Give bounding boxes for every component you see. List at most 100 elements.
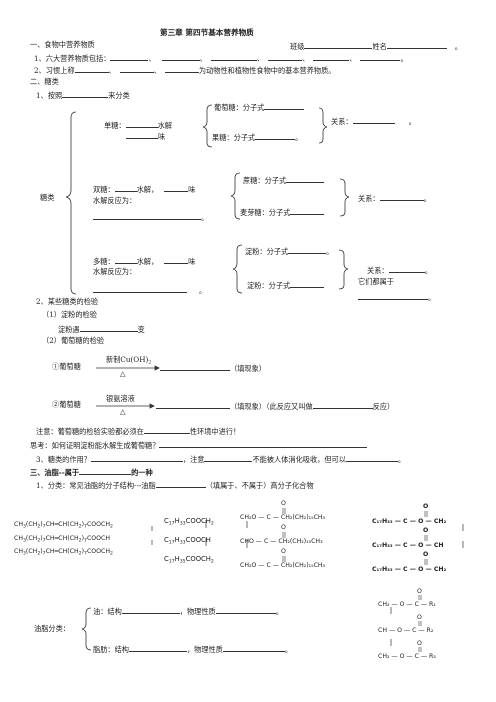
s3-blank[interactable] [79, 467, 132, 475]
name-blank[interactable] [386, 41, 447, 49]
starch-blank[interactable] [288, 246, 327, 254]
think-line: 思考：如何证明淀粉能水解生成葡萄糖？ [30, 440, 368, 451]
section3-heading: 三、油脂--属于的一种 [30, 467, 153, 477]
di-line-1: 双糖：水解，味 [93, 184, 196, 194]
formula-2-row: C17H33COOCH [164, 536, 211, 546]
poly-belong-blank[interactable] [358, 292, 428, 300]
class-blank[interactable] [304, 41, 373, 49]
fructose-blank[interactable] [255, 132, 296, 140]
class-name-line: 班级姓名。 [290, 41, 462, 51]
formula-4-row-2: C₁₇H₃₃ — C — O — CH [372, 542, 444, 549]
reaction-1-result: （填现象） [160, 363, 266, 374]
q1-blank-6[interactable] [360, 53, 401, 61]
page-title: 第三章 第四节基本营养物质 [160, 28, 254, 37]
fructose-formula: 果糖：分子式。 [212, 132, 303, 142]
formula-3-row-3: CH₂O — C — CH₂(CH₂)₁₅CH₃ [240, 562, 326, 569]
starch-test-line: 淀粉遇变 [58, 324, 145, 334]
q1-blank-1[interactable] [110, 53, 149, 61]
q1-blank-2[interactable] [161, 53, 200, 61]
mono-hydro-blank[interactable] [125, 120, 158, 128]
formula-5-o2: O [417, 614, 422, 621]
use-blank-3[interactable] [345, 454, 398, 462]
oil-property-blank[interactable] [215, 606, 276, 614]
reaction-1-blank[interactable] [160, 363, 230, 371]
classify-blank[interactable] [62, 90, 109, 98]
poly-line-2: 水解反应为： [93, 267, 137, 276]
section1-heading: 一、食物中营养物质 [30, 40, 95, 49]
reaction-2-blank[interactable] [156, 401, 230, 409]
formula-2-row: C17H35COOCH2 [164, 555, 214, 565]
sucrose-blank[interactable] [286, 175, 325, 183]
formula-1: CH3(CH2)7CH═CH(CH2)7COOCH2 CH3(CH2)7CH═C… [14, 518, 113, 559]
di-hydro-blank[interactable] [114, 184, 137, 192]
starch-test-title: （1）淀粉的检验 [42, 310, 97, 319]
reaction-1-label: ①葡萄糖 [52, 362, 81, 371]
oil-line: 油：结构，物理性质。 [93, 606, 283, 616]
starch-formula: 淀粉：分子式。 [245, 246, 334, 256]
q1-blank-3[interactable] [210, 53, 257, 61]
think-blank[interactable] [159, 440, 368, 448]
poly-belong: 它们都属于 [358, 277, 394, 286]
q1-blank-4[interactable] [268, 53, 303, 61]
question-2: 2、习惯上称、、为动物性和植物性食物中的基本营养物质。 [34, 65, 336, 75]
mono-relation: 关系：。 [331, 116, 416, 126]
poly-hydro-blank[interactable] [114, 256, 137, 264]
poly-taste-blank[interactable] [164, 256, 189, 264]
formula-5-row-1: CH₂ — O — C — R₁ [378, 601, 436, 608]
reaction-2-name-blank[interactable] [312, 401, 373, 409]
sucrose-formula: 蔗糖：分子式 [243, 175, 325, 186]
use-blank-2[interactable] [204, 454, 253, 462]
reaction-1-heat: △ [120, 369, 126, 378]
formula-3-o3: O [281, 548, 286, 555]
reaction-1-reagent: 新制Cu(OH)2 [106, 355, 152, 366]
test-heading: 2、某些糖类的检验 [36, 297, 99, 306]
classify-line: 1、按照来分类 [36, 90, 130, 100]
use-line: 3、糖类的作用？，注意不能被人体消化吸收，但可以。 [36, 454, 406, 464]
q1-blank-5[interactable] [313, 53, 350, 61]
formula-5-row-2: CH — O — C — R₂ [378, 627, 434, 634]
maltose-blank[interactable] [290, 207, 325, 215]
class-label: 班级 [290, 42, 305, 51]
poly-relation-blank[interactable] [388, 265, 425, 273]
q2-blank-3[interactable] [164, 65, 199, 73]
formula-4-row-3: C₁₇H₃₃ — C — O — CH₂ [372, 566, 447, 573]
glucose-blank[interactable] [264, 102, 305, 110]
mono-line-2: 味 [126, 131, 165, 142]
formula-3-row-2: CHO — C — CH₂(CH₂)₁₅CH₃ [240, 538, 323, 545]
fat-line: 脂肪：结构，物理性质。 [93, 644, 293, 654]
cellulose-formula: 淀粉：分子式 [247, 280, 325, 291]
formula-2: C17H33COOCH2 C17H33COOCH C17H35COOCH2 [164, 512, 214, 569]
starch-test-blank[interactable] [79, 324, 138, 332]
poly-line-1: 多糖：水解，味 [93, 256, 196, 266]
mono-relation-blank[interactable] [352, 116, 395, 124]
formula-4-o1: O [423, 503, 429, 510]
question-1: 1、六大营养物质包括：、、、、、。 [34, 53, 408, 63]
formula-1-row: CH3(CH2)7CH═CH(CH2)7COOCH [14, 534, 111, 543]
formula-5-o1: O [417, 588, 422, 595]
mono-taste-blank[interactable] [126, 131, 158, 139]
q2-blank-2[interactable] [119, 65, 154, 73]
formula-3-o2: O [281, 524, 286, 531]
fat-structure-blank[interactable] [128, 644, 187, 652]
di-taste-blank[interactable] [164, 184, 189, 192]
formula-4-row-1: C₁₇H₃₃ — C — O — CH₂ [372, 518, 447, 525]
formula-1-row: CH3(CH2)7CH═CH(CH2)7COOCH2 [14, 548, 113, 557]
formula-5-o3: O [417, 640, 422, 647]
poly-relation: 关系：。 [367, 265, 432, 275]
cellulose-blank[interactable] [290, 280, 325, 288]
oil-structure-blank[interactable] [121, 606, 180, 614]
poly-reaction-blank[interactable] [93, 285, 187, 293]
classify-oil-line: 1、分类：常见油脂的分子结构---油脂（填属于、不属于）高分子化合物 [36, 480, 314, 490]
di-reaction-blank[interactable] [93, 212, 201, 220]
formula-3-o1: O [281, 500, 286, 507]
caution-blank[interactable] [143, 426, 190, 434]
di-relation-blank[interactable] [379, 193, 424, 201]
fat-property-blank[interactable] [222, 644, 285, 652]
oil-polymer-blank[interactable] [155, 480, 206, 488]
poly-line-3: 。 [93, 285, 206, 296]
maltose-formula: 麦芽糖：分子式 [240, 207, 325, 218]
use-blank-1[interactable] [90, 454, 183, 462]
formula-2-row: C17H33COOCH2 [164, 517, 214, 527]
q2-blank-1[interactable] [74, 65, 109, 73]
